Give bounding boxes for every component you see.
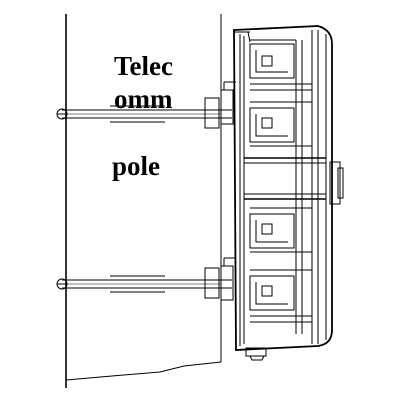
connector-module-1 xyxy=(249,39,312,91)
lower-mounting-strap xyxy=(56,257,236,301)
pole-label-line3: pole xyxy=(112,151,160,181)
enclosure-latch xyxy=(329,161,341,205)
pole-label-line2: omm xyxy=(114,84,173,114)
connector-module-3 xyxy=(249,207,312,253)
pole-labels: Telec omm pole xyxy=(112,51,173,181)
connector-module-2 xyxy=(249,101,312,147)
connector-module-4 xyxy=(249,269,312,323)
terminal-enclosure xyxy=(233,25,344,361)
upper-mounting-strap xyxy=(56,81,236,129)
telecom-pole xyxy=(65,14,222,388)
pole-label-line1: Telec xyxy=(114,51,173,81)
